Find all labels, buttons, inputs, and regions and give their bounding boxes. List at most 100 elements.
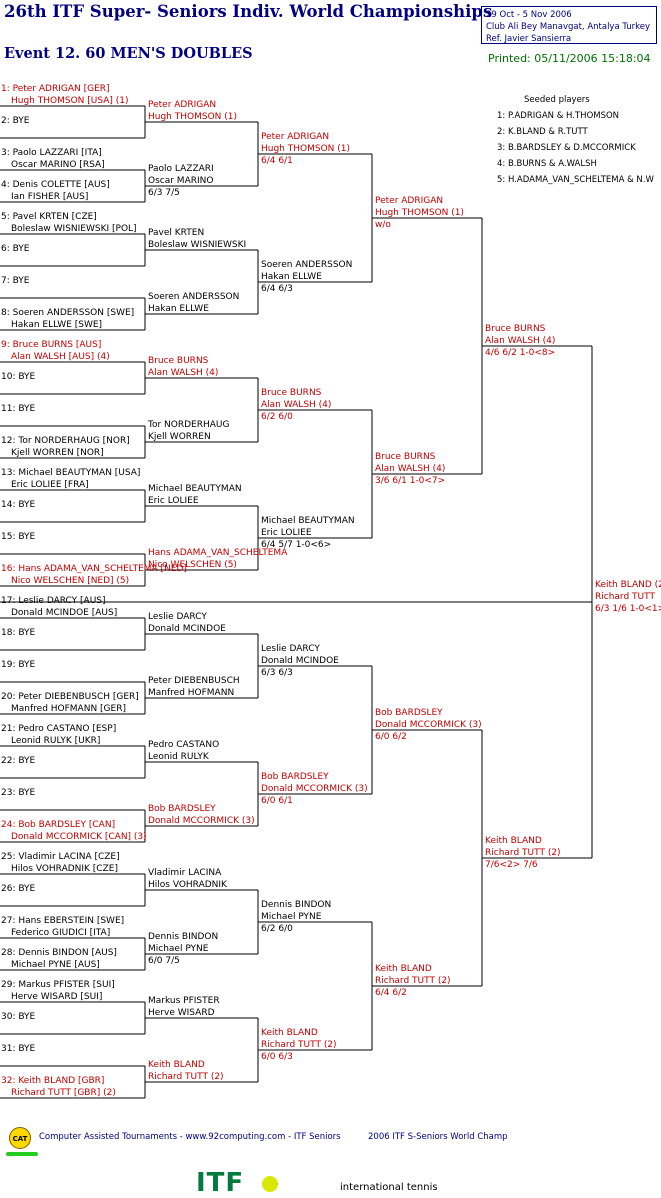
match-winner-player1: Pavel KRTEN [148, 228, 205, 238]
draw-entry-player1: 13: Michael BEAUTYMAN [USA] [1, 468, 141, 478]
info-venue: Club Ali Bey Manavgat, Antalya Turkey [486, 22, 651, 32]
draw-entry-player1: 26: BYE [1, 884, 36, 894]
match-winner-player2: Manfred HOFMANN [148, 688, 235, 698]
match-winner-player2: Hakan ELLWE [261, 272, 322, 282]
match-score: 6/0 6/1 [261, 796, 293, 806]
match-winner-player1: Peter ADRIGAN [148, 100, 217, 110]
match-winner-player2: Richard TUTT (2) [375, 976, 451, 986]
draw-entry-player1: 11: BYE [1, 404, 36, 414]
tennis-ball-icon [262, 1176, 278, 1192]
match-score: 6/2 6/0 [261, 412, 293, 422]
match-score: 6/4 6/3 [261, 284, 293, 294]
match-winner-player1: Markus PFISTER [148, 996, 220, 1006]
draw-entry-player2: Richard TUTT [GBR] (2) [11, 1088, 116, 1098]
match-score: 6/2 6/0 [261, 924, 293, 934]
draw-bracket-lines [0, 105, 593, 1099]
match-score: 3/6 6/1 1-0<7> [375, 476, 446, 486]
tournament-title: 26th ITF Super- Seniors Indiv. World Cha… [4, 2, 493, 21]
match-score: 6/0 6/3 [261, 1052, 293, 1062]
seed-entry: 1: P.ADRIGAN & H.THOMSON [497, 111, 620, 121]
match-winner-player2: Richard TUTT (2) [261, 1040, 337, 1050]
match-winner-player1: Pedro CASTANO [148, 740, 220, 750]
draw-entry-player2: Hakan ELLWE [SWE] [11, 320, 103, 330]
match-winner-player1: Bruce BURNS [148, 356, 209, 366]
draw-entry-player2: Michael PYNE [AUS] [11, 960, 100, 970]
draw-entry-player2: Hugh THOMSON [USA] (1) [11, 96, 129, 106]
match-winner-player1: Peter ADRIGAN [375, 196, 444, 206]
draw-entry-player1: 15: BYE [1, 532, 36, 542]
draw-entry-player1: 14: BYE [1, 500, 36, 510]
draw-entry-player1: 9: Bruce BURNS [AUS] [1, 340, 102, 350]
footer-event-name: 2006 ITF S-Seniors World Champ [368, 1132, 508, 1142]
cat-logo-underline [6, 1152, 38, 1156]
draw-entry-player2: Donald MCINDOE [AUS] [11, 608, 118, 618]
match-winner-player1: Bruce BURNS [375, 452, 436, 462]
match-winner-player1: Leslie DARCY [261, 644, 320, 654]
match-winner-player2: Eric LOLIEE [148, 496, 199, 506]
draw-entry-player2: Herve WISARD [SUI] [11, 992, 103, 1002]
match-winner-player1: Peter ADRIGAN [261, 132, 330, 142]
match-winner-player2: Alan WALSH (4) [485, 336, 556, 346]
draw-entry-player1: 29: Markus PFISTER [SUI] [1, 980, 115, 990]
footer-credits[interactable]: Computer Assisted Tournaments - www.92co… [39, 1132, 341, 1142]
draw-entry-player1: 7: BYE [1, 276, 30, 286]
itf-logo: ITF [196, 1168, 245, 1198]
draw-entry-player2: Manfred HOFMANN [GER] [11, 704, 126, 714]
match-winner-player2: Hugh THOMSON (1) [148, 112, 238, 122]
draw-entry-player1: 31: BYE [1, 1044, 36, 1054]
draw-entry-player1: 25: Vladimir LACINA [CZE] [1, 852, 120, 862]
match-winner-player1: Dennis BINDON [261, 900, 332, 910]
match-score: w/o [375, 220, 391, 230]
itf-tagline: international tennis [340, 1182, 438, 1193]
match-winner-player1: Bruce BURNS [485, 324, 546, 334]
draw-entry-player1: 20: Peter DIEBENBUSCH [GER] [1, 692, 139, 702]
match-winner-player2: Richard TUTT (2) [485, 848, 561, 858]
draw-entry-player2: Alan WALSH [AUS] (4) [11, 352, 110, 362]
match-winner-player2: Hugh THOMSON (1) [261, 144, 351, 154]
match-winner-player2: Hugh THOMSON (1) [375, 208, 465, 218]
match-winner-player2: Alan WALSH (4) [148, 368, 219, 378]
match-winner-player1: Leslie DARCY [148, 612, 207, 622]
match-winner-player1: Keith BLAND [261, 1028, 318, 1038]
draw-entry-player2: Leonid RULYK [UKR] [11, 736, 101, 746]
draw-entry-player1: 4: Denis COLETTE [AUS] [1, 180, 110, 190]
match-score: 6/4 6/2 [375, 988, 407, 998]
match-winner-player1: Michael BEAUTYMAN [148, 484, 242, 494]
match-winner-player1: Keith BLAND [485, 836, 542, 846]
match-winner-player1: Michael BEAUTYMAN [261, 516, 355, 526]
match-winner-player2: Nico WELSCHEN (5) [148, 560, 237, 570]
tournament-info-box: 29 Oct - 5 Nov 2006 Club Ali Bey Manavga… [481, 6, 657, 44]
draw-entry-player1: 18: BYE [1, 628, 36, 638]
match-winner-player2: Alan WALSH (4) [261, 400, 332, 410]
match-winner-player1: Bob BARDSLEY [375, 708, 443, 718]
draw-entry-player2: Federico GIUDICI [ITA] [11, 928, 111, 938]
match-winner-player2: Donald MCCORMICK (3) [375, 720, 482, 730]
match-winner-player2: Donald MCINDOE [148, 624, 226, 634]
draw-entry-player1: 17: Leslie DARCY [AUS] [1, 596, 106, 606]
draw-entry-player1: 30: BYE [1, 1012, 36, 1022]
match-winner-player2: Donald MCCORMICK (3) [148, 816, 255, 826]
match-winner-player1: Keith BLAND [375, 964, 432, 974]
seed-entry: 5: H.ADAMA_VAN_SCHELTEMA & N.W [497, 175, 654, 185]
info-referee: Ref. Javier Sansierra [486, 34, 572, 44]
match-score: 6/3 1/6 1-0<1> [595, 604, 661, 614]
match-winner-player2: Alan WALSH (4) [375, 464, 446, 474]
draw-entry-player1: 27: Hans EBERSTEIN [SWE] [1, 916, 125, 926]
draw-entry-player1: 32: Keith BLAND [GBR] [1, 1076, 105, 1086]
printed-timestamp: Printed: 05/11/2006 15:18:04 [488, 52, 651, 65]
draw-entry-player1: 6: BYE [1, 244, 30, 254]
match-winner-player1: Dennis BINDON [148, 932, 219, 942]
draw-entry-player1: 12: Tor NORDERHAUG [NOR] [1, 436, 130, 446]
match-winner-player2: Hakan ELLWE [148, 304, 209, 314]
match-score: 7/6<2> 7/6 [485, 860, 538, 870]
match-winner-player1: Bruce BURNS [261, 388, 322, 398]
seed-entry: 4: B.BURNS & A.WALSH [497, 159, 597, 169]
draw-entry-player1: 1: Peter ADRIGAN [GER] [1, 84, 110, 94]
seed-entry: 2: K.BLAND & R.TUTT [497, 127, 588, 137]
draw-entry-player2: Boleslaw WISNIEWSKI [POL] [11, 224, 137, 234]
match-winner-player1: Peter DIEBENBUSCH [148, 676, 240, 686]
match-score: 4/6 6/2 1-0<8> [485, 348, 556, 358]
match-winner-player2: Donald MCCORMICK (3) [261, 784, 368, 794]
draw-entry-player1: 22: BYE [1, 756, 36, 766]
draw-entry-player1: 19: BYE [1, 660, 36, 670]
